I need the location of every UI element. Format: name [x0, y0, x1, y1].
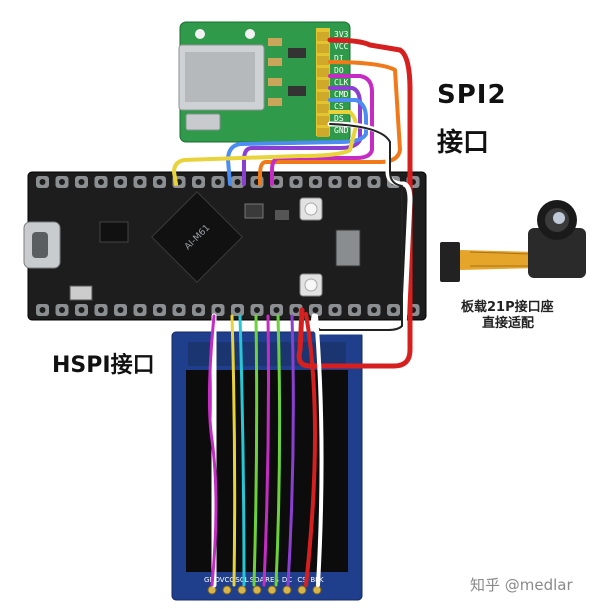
- sd-card-slot-icon: [178, 44, 265, 131]
- sd-pin: [317, 116, 329, 125]
- sd-pin-label: DI: [334, 54, 344, 63]
- sd-pin-label: CS: [334, 102, 344, 111]
- lcd-pin-label: VCC: [220, 576, 235, 584]
- sd-pin-label: 3V3: [334, 30, 349, 39]
- sd-pin: [317, 32, 329, 41]
- camera-caption-line2: 直接适配: [482, 316, 535, 331]
- lcd-pin-label: CS: [297, 576, 307, 584]
- lcd-pad: [312, 585, 322, 595]
- lcd-pin-label: SDA: [250, 576, 265, 584]
- camera-caption-line1: 板载21P接口座: [461, 300, 554, 315]
- sd-pin: [317, 44, 329, 53]
- sd-pin-label: CLK: [334, 78, 349, 87]
- sd-pin-label: DS: [334, 114, 344, 123]
- usb-c-port-icon: [23, 221, 61, 269]
- sd-pin: [317, 92, 329, 101]
- sd-pin-label: VCC: [334, 42, 349, 51]
- lcd-pad: [252, 585, 262, 595]
- sd-pin-label: DO: [334, 66, 344, 75]
- spi2-title: SPI2: [437, 80, 507, 110]
- camera-module-icon: [440, 200, 586, 282]
- spi2-subtitle: 接口: [437, 128, 490, 158]
- hspi-label: HSPI接口: [52, 353, 155, 378]
- lcd-pad: [237, 585, 247, 595]
- lcd-pin-label: RES: [265, 576, 279, 584]
- sd-pin-label: CMD: [334, 90, 349, 99]
- sd-pin-label: GND: [334, 126, 349, 135]
- lcd-pad: [222, 585, 232, 595]
- sd-pin: [317, 56, 329, 65]
- lcd-pad: [297, 585, 307, 595]
- lcd-pad: [282, 585, 292, 595]
- sd-pin: [317, 104, 329, 113]
- watermark: 知乎 @medlar: [470, 576, 573, 594]
- mcu-board: AI-M61: [23, 171, 427, 321]
- lcd-pad: [267, 585, 277, 595]
- sd-pin: [317, 128, 329, 137]
- mcu-chip-icon: AI-M61: [151, 191, 243, 283]
- sd-pin: [317, 80, 329, 89]
- wires: [172, 37, 413, 588]
- sd-pin: [317, 68, 329, 77]
- lcd-pin-label: SCL: [235, 576, 248, 584]
